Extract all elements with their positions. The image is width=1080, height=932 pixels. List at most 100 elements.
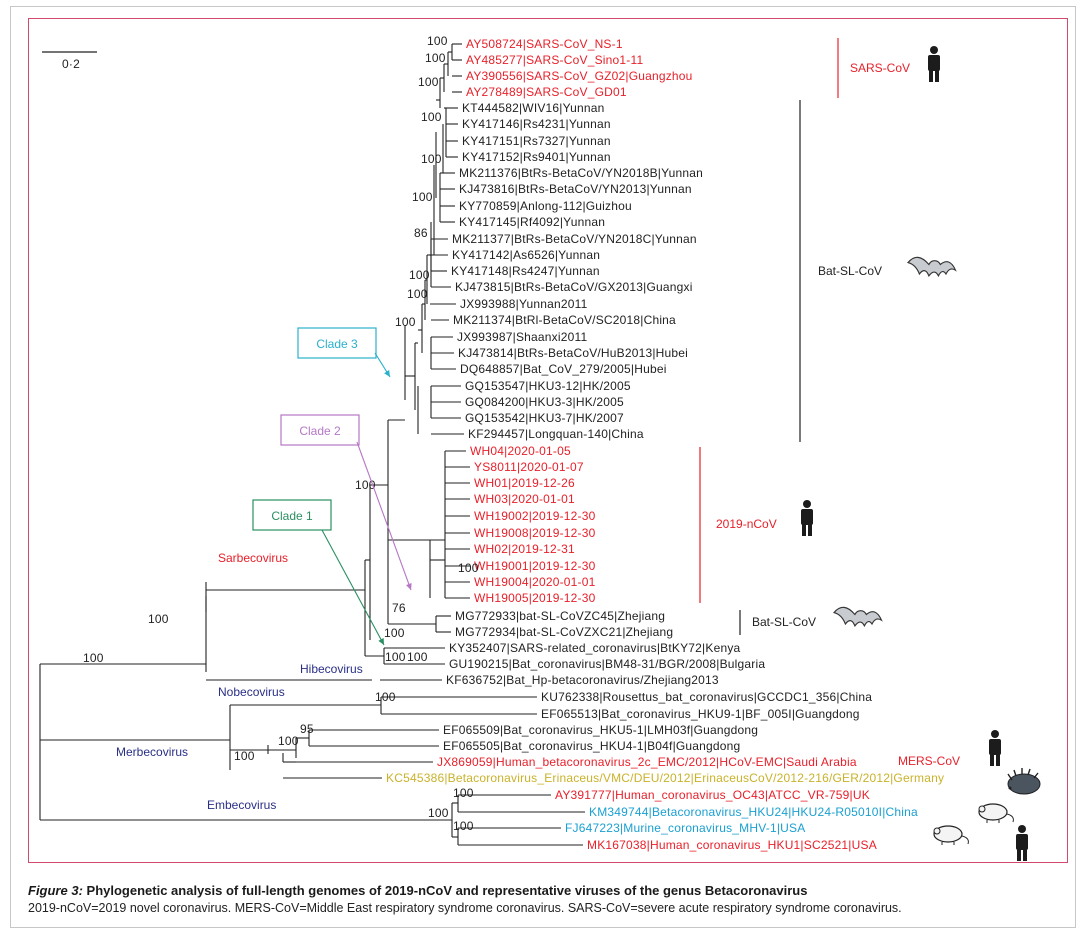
leaf-label: JX993987|Shaanxi2011 [457, 330, 587, 344]
leaf-label: KY352407|SARS-related_coronavirus|BtKY72… [449, 641, 741, 655]
leaf-label: MK167038|Human_coronavirus_HKU1|SC2521|U… [587, 838, 877, 852]
figure-caption: Figure 3: Phylogenetic analysis of full-… [28, 883, 1068, 915]
leaf-label: WH03|2020-01-01 [474, 492, 575, 506]
leaf-label: KT444582|WIV16|Yunnan [462, 101, 605, 115]
genus-label: Merbecovirus [116, 745, 188, 759]
leaf-label: WH01|2019-12-26 [474, 476, 575, 490]
bootstrap-value: 100 [421, 152, 442, 166]
genus-label: Embecovirus [207, 798, 276, 812]
leaf-label: KJ473814|BtRs-BetaCoV/HuB2013|Hubei [458, 346, 688, 360]
leaf-label: MK211374|BtRl-BetaCoV/SC2018|China [453, 313, 676, 327]
leaf-label: KM349744|Betacoronavirus_HKU24|HKU24-R05… [589, 805, 918, 819]
bootstrap-value: 100 [427, 34, 448, 48]
leaf-label: FJ647223|Murine_coronavirus_MHV-1|USA [565, 821, 805, 835]
caption-title: Figure 3: Phylogenetic analysis of full-… [28, 883, 1068, 898]
bat-icon [906, 256, 957, 278]
leaf-label: KY770859|Anlong-112|Guizhou [459, 199, 632, 213]
bootstrap-value: 100 [234, 749, 255, 763]
leaf-label: KJ473816|BtRs-BetaCoV/YN2013|Yunnan [459, 182, 692, 196]
leaf-label: GQ084200|HKU3-3|HK/2005 [465, 395, 624, 409]
group-label: SARS-CoV [850, 61, 910, 75]
genus-label: Nobecovirus [218, 685, 285, 699]
leaf-label: WH19002|2019-12-30 [474, 509, 596, 523]
bootstrap-value: 100 [412, 190, 433, 204]
leaf-label: YS8011|2020-01-07 [474, 460, 584, 474]
leaf-label: KY417142|As6526|Yunnan [452, 248, 600, 262]
mouse-icon [978, 803, 1014, 823]
leaf-label: KF294457|Longquan-140|China [468, 427, 644, 441]
bootstrap-value: 100 [355, 478, 376, 492]
bootstrap-value: 100 [385, 650, 406, 664]
hedgehog-icon [1007, 768, 1041, 795]
human-icon [1016, 825, 1028, 861]
group-label: Bat-SL-CoV [818, 264, 882, 278]
bootstrap-value: 100 [407, 287, 428, 301]
leaf-label: AY508724|SARS-CoV_NS-1 [466, 37, 623, 51]
leaf-label: KY417151|Rs7327|Yunnan [462, 134, 611, 148]
leaf-label: WH02|2019-12-31 [474, 542, 575, 556]
clade-box [252, 499, 332, 531]
arrow-head [378, 638, 384, 645]
leaf-label: MG772934|bat-SL-CoVZXC21|Zhejiang [455, 625, 673, 639]
bootstrap-value: 100 [407, 650, 428, 664]
clade-arrow [321, 529, 385, 646]
leaf-label: KY417152|Rs9401|Yunnan [462, 150, 611, 164]
group-label: MERS-CoV [898, 754, 960, 768]
leaf-label: KY417148|Rs4247|Yunnan [451, 264, 600, 278]
clade-box-label: Clade 1 [271, 509, 313, 523]
bootstrap-value: 100 [453, 819, 474, 833]
bat-icon [832, 606, 883, 628]
leaf-label: GQ153547|HKU3-12|HK/2005 [465, 379, 631, 393]
figure-panel [10, 6, 1076, 928]
group-label: 2019-nCoV [716, 517, 777, 531]
leaf-label: KF636752|Bat_Hp-betacoronavirus/Zhejiang… [446, 673, 719, 687]
clade-box [297, 327, 377, 359]
leaf-label: WH19004|2020-01-01 [474, 575, 596, 589]
bootstrap-value: 76 [392, 601, 406, 615]
clade-arrow [356, 441, 412, 591]
leaf-label: WH19001|2019-12-30 [474, 559, 596, 573]
caption-title-text: Phylogenetic analysis of full-length gen… [82, 883, 808, 898]
bootstrap-value: 86 [414, 226, 428, 240]
leaf-label: MG772933|bat-SL-CoVZC45|Zhejiang [455, 609, 665, 623]
leaf-label: MK211377|BtRs-BetaCoV/YN2018C|Yunnan [452, 232, 697, 246]
bootstrap-value: 100 [375, 690, 396, 704]
bootstrap-value: 100 [421, 110, 442, 124]
leaf-label: AY390556|SARS-CoV_GZ02|Guangzhou [466, 69, 693, 83]
leaf-label: JX993988|Yunnan2011 [460, 297, 588, 311]
human-icon [801, 500, 813, 536]
bootstrap-value: 100 [384, 626, 405, 640]
bootstrap-value: 100 [425, 51, 446, 65]
arrow-head [406, 583, 412, 590]
bootstrap-value: 100 [428, 806, 449, 820]
leaf-label: GU190215|Bat_coronavirus|BM48-31/BGR/200… [449, 657, 765, 671]
leaf-label: AY278489|SARS-CoV_GD01 [466, 85, 627, 99]
bootstrap-value: 100 [409, 268, 430, 282]
leaf-label: MK211376|BtRs-BetaCoV/YN2018B|Yunnan [459, 166, 703, 180]
leaf-label: AY391777|Human_coronavirus_OC43|ATCC_VR-… [555, 788, 870, 802]
caption-note: 2019-nCoV=2019 novel coronavirus. MERS-C… [28, 901, 902, 915]
leaf-label: KU762338|Rousettus_bat_coronavirus|GCCDC… [541, 690, 872, 704]
human-icon [928, 46, 940, 82]
scale-label: 0·2 [62, 57, 80, 71]
leaf-label: WH04|2020-01-05 [470, 444, 571, 458]
bootstrap-value: 100 [458, 561, 479, 575]
arrow-head [384, 370, 390, 377]
clade-box-label: Clade 3 [316, 337, 358, 351]
leaf-label: EF065509|Bat_coronavirus_HKU5-1|LMH03f|G… [443, 723, 758, 737]
leaf-label: JX869059|Human_betacoronavirus_2c_EMC/20… [437, 755, 857, 769]
clade-box [280, 414, 360, 446]
leaf-label: AY485277|SARS-CoV_Sino1-11 [466, 53, 643, 67]
phylogenetic-tree: AY508724|SARS-CoV_NS-1AY485277|SARS-CoV_… [39, 34, 1041, 861]
bootstrap-value: 100 [395, 315, 416, 329]
leaf-label: WH19008|2019-12-30 [474, 526, 596, 540]
leaf-label: KJ473815|BtRs-BetaCoV/GX2013|Guangxi [455, 280, 693, 294]
clade-box-label: Clade 2 [299, 424, 341, 438]
leaf-label: KY417146|Rs4231|Yunnan [462, 117, 611, 131]
group-label: Bat-SL-CoV [752, 615, 816, 629]
genus-label: Sarbecovirus [218, 551, 288, 565]
leaf-label: KC545386|Betacoronavirus_Erinaceus/VMC/D… [386, 771, 944, 785]
bootstrap-value: 100 [418, 75, 439, 89]
tree-frame [28, 18, 1068, 863]
caption-figure-label: Figure 3: [28, 883, 83, 898]
